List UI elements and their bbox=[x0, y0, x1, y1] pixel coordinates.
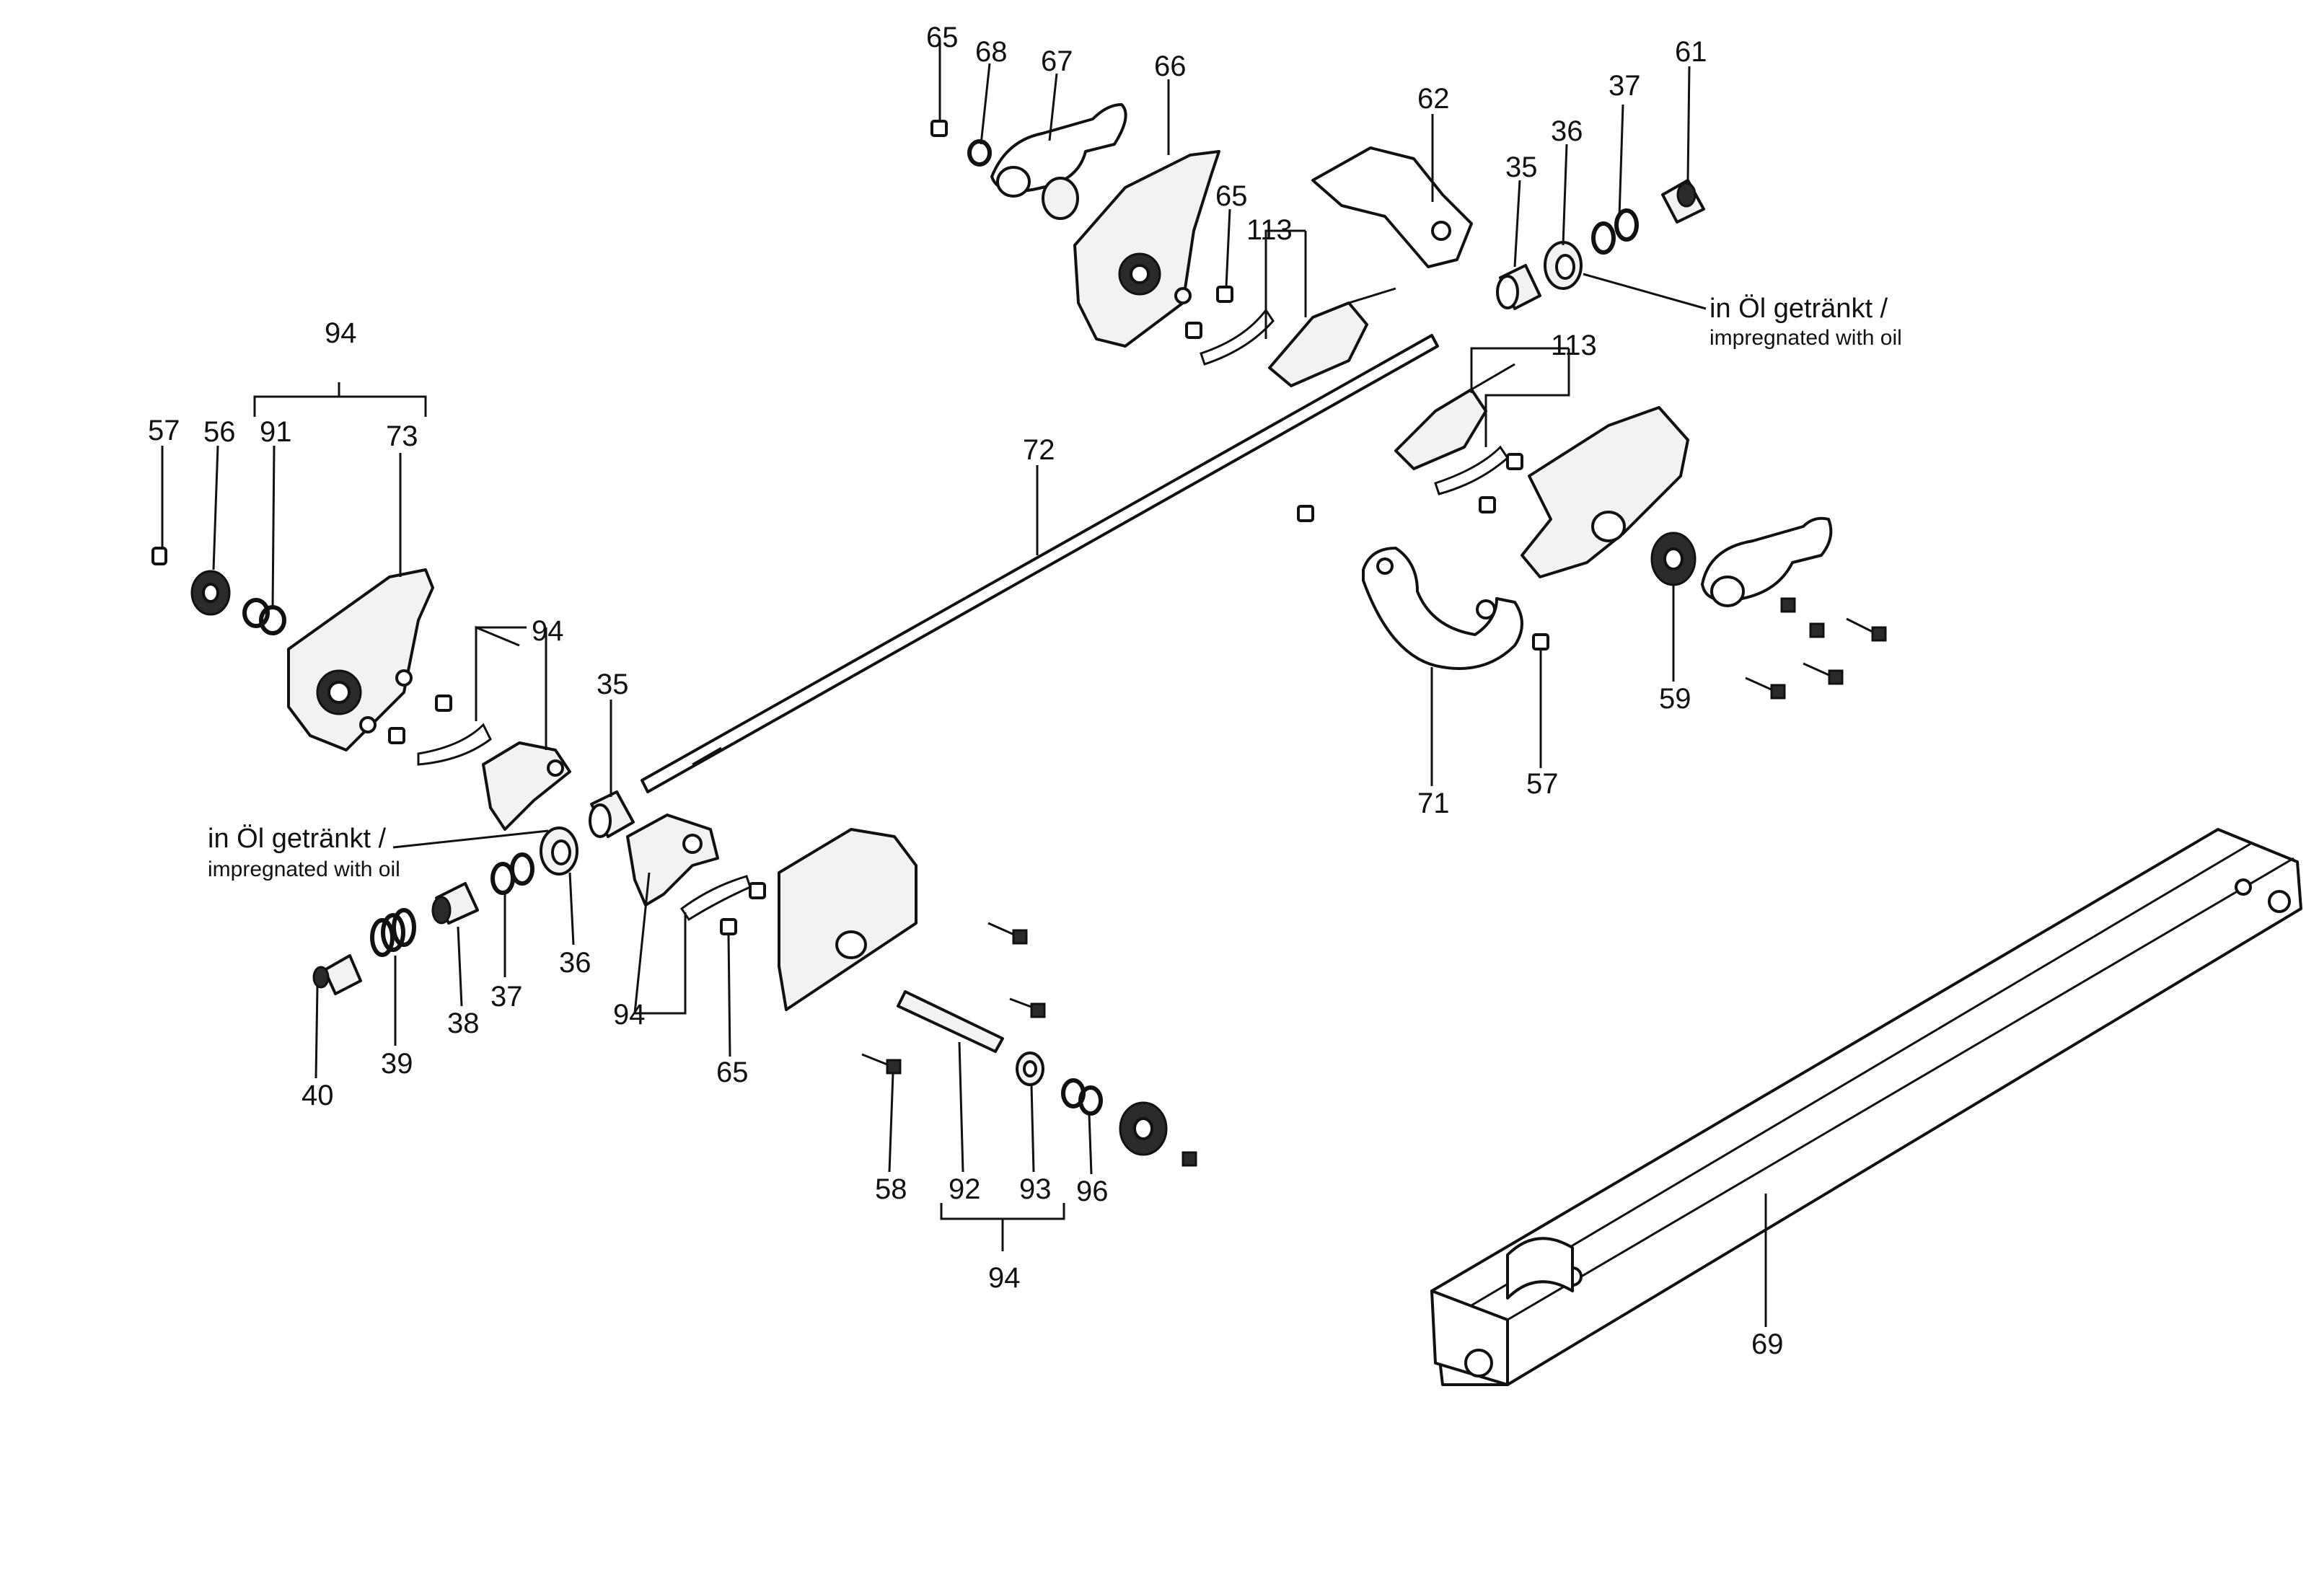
label-94-bracket: 94 bbox=[532, 615, 564, 647]
label-67: 67 bbox=[1041, 45, 1073, 77]
screws-lower-center bbox=[861, 922, 1197, 1167]
part-lower-cover bbox=[778, 828, 918, 1011]
oil-note-top-de: in Öl getränkt / bbox=[1709, 294, 1888, 324]
label-36-left: 36 bbox=[559, 947, 591, 979]
part-37-ring-left bbox=[490, 852, 534, 895]
part-right-bracket bbox=[1701, 516, 1833, 607]
part-65-screw-mid bbox=[1185, 286, 1233, 339]
label-61: 61 bbox=[1675, 36, 1707, 68]
oil-note-top: in Öl getränkt / impregnated with oil bbox=[1709, 294, 1902, 350]
part-113-bracket-top bbox=[1200, 287, 1396, 387]
part-gear-nut bbox=[1119, 1101, 1168, 1156]
screws-far-right bbox=[1745, 597, 1887, 700]
part-56-cap bbox=[190, 570, 231, 616]
label-93: 93 bbox=[1019, 1173, 1052, 1205]
part-96-rings bbox=[1061, 1078, 1103, 1116]
label-65-lower: 65 bbox=[716, 1057, 749, 1088]
part-37-rings-top bbox=[1591, 208, 1639, 255]
part-59-seal bbox=[1650, 532, 1697, 586]
part-right-cover bbox=[1521, 406, 1689, 578]
label-58: 58 bbox=[875, 1173, 907, 1205]
part-36-seal-top bbox=[1544, 241, 1583, 290]
part-67-bracket bbox=[990, 103, 1127, 220]
label-65-mid: 65 bbox=[1215, 180, 1248, 212]
label-37-top: 37 bbox=[1609, 70, 1641, 102]
label-38: 38 bbox=[447, 1008, 480, 1039]
part-92-pin bbox=[897, 990, 1004, 1053]
label-56: 56 bbox=[203, 416, 236, 448]
label-73: 73 bbox=[386, 420, 418, 452]
label-66: 66 bbox=[1154, 50, 1187, 82]
part-38-sleeve bbox=[431, 882, 479, 925]
screws-right bbox=[1297, 453, 1549, 651]
label-57-left: 57 bbox=[148, 415, 180, 446]
label-40: 40 bbox=[302, 1080, 334, 1111]
label-35-left: 35 bbox=[597, 669, 629, 700]
part-39-spring bbox=[370, 908, 416, 957]
part-57-screw-left bbox=[151, 547, 167, 565]
label-91: 91 bbox=[260, 416, 292, 448]
label-69: 69 bbox=[1751, 1328, 1784, 1360]
part-71-clamp bbox=[1362, 547, 1523, 670]
label-65-top: 65 bbox=[926, 22, 959, 53]
oil-note-left: in Öl getränkt / impregnated with oil bbox=[208, 824, 400, 881]
oil-note-left-en: impregnated with oil bbox=[208, 857, 400, 881]
part-61-plug bbox=[1661, 179, 1705, 224]
label-35-top: 35 bbox=[1505, 151, 1538, 183]
label-96: 96 bbox=[1076, 1176, 1109, 1207]
part-62-grip-cap bbox=[1311, 146, 1473, 268]
part-35-bearing-top bbox=[1496, 264, 1541, 310]
label-92: 92 bbox=[949, 1173, 981, 1205]
label-94-bottom-group: 94 bbox=[988, 1262, 1021, 1294]
part-94-bracket-mid bbox=[626, 814, 752, 922]
part-69-tube bbox=[1430, 828, 2302, 1386]
part-72-shaft bbox=[641, 334, 1439, 793]
label-72: 72 bbox=[1023, 434, 1055, 466]
label-36-top: 36 bbox=[1551, 115, 1583, 147]
part-40-plug bbox=[312, 954, 362, 995]
oil-note-top-en: impregnated with oil bbox=[1709, 326, 1902, 350]
part-68-washer bbox=[967, 139, 992, 167]
label-68: 68 bbox=[975, 36, 1008, 68]
label-59: 59 bbox=[1659, 683, 1691, 715]
label-71: 71 bbox=[1417, 788, 1450, 819]
part-94-bracket-left bbox=[417, 723, 571, 831]
screws-left-housing bbox=[388, 695, 452, 744]
label-113-right: 113 bbox=[1551, 330, 1597, 361]
part-35-bearing-left bbox=[589, 790, 635, 838]
label-37-left: 37 bbox=[490, 981, 523, 1013]
part-36-seal-left bbox=[540, 826, 578, 876]
label-113-top: 113 bbox=[1246, 214, 1293, 246]
leader-lines bbox=[161, 42, 1767, 1327]
label-94-left-group: 94 bbox=[325, 317, 357, 349]
part-91-rings bbox=[242, 598, 286, 635]
part-93-washer bbox=[1016, 1051, 1044, 1086]
label-39: 39 bbox=[381, 1048, 413, 1080]
part-66-housing bbox=[1073, 150, 1220, 348]
label-62: 62 bbox=[1417, 83, 1450, 115]
part-73-housing-left bbox=[287, 568, 434, 751]
label-57-right: 57 bbox=[1526, 768, 1559, 800]
part-113-bracket-right bbox=[1394, 363, 1515, 495]
part-65-screw-lower bbox=[720, 882, 766, 935]
part-65-screw-top bbox=[930, 120, 948, 137]
oil-note-left-de: in Öl getränkt / bbox=[208, 824, 387, 854]
part-number-labels: 65 68 67 66 62 35 36 37 61 65 113 113 94… bbox=[148, 22, 1784, 1360]
label-94-mid: 94 bbox=[613, 999, 646, 1031]
